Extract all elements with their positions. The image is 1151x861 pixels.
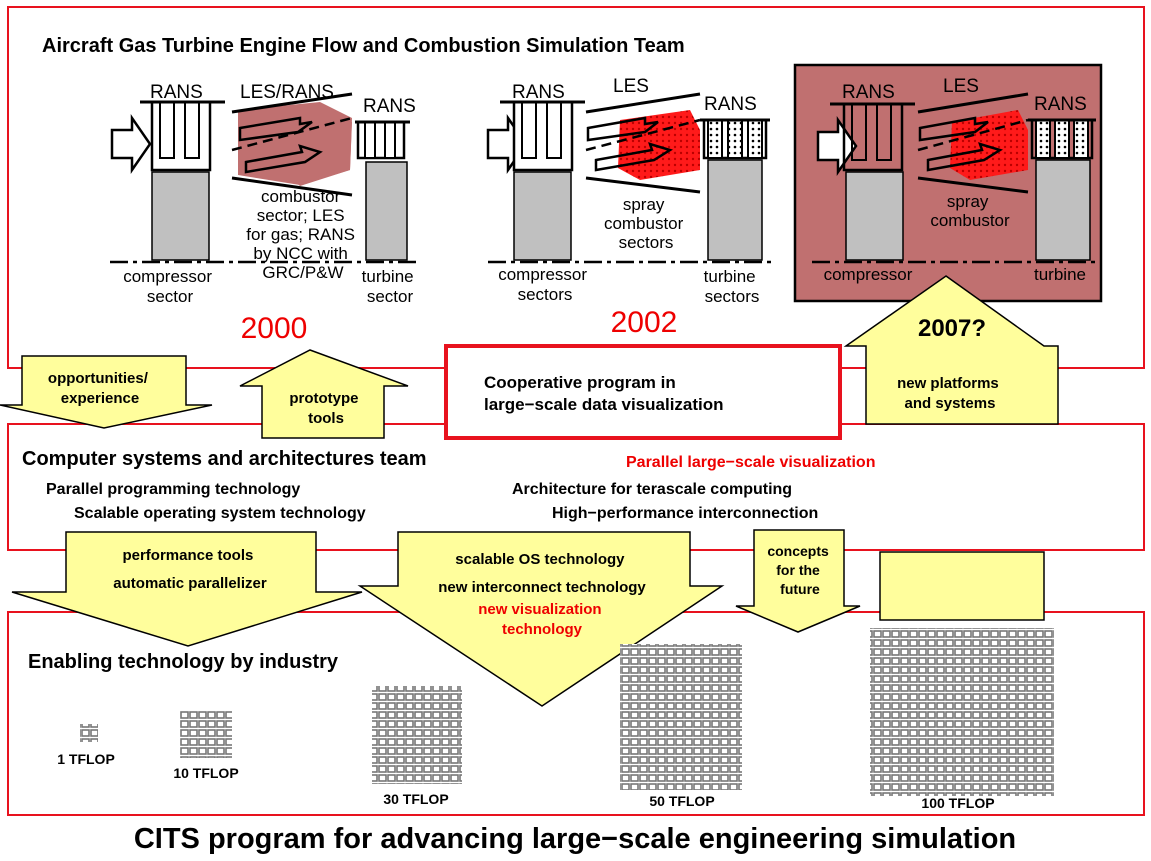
opportunities-label: opportunities/ experience xyxy=(48,370,152,407)
middle-right-item-2: High−performance interconnection xyxy=(552,505,818,522)
concepts-arrow xyxy=(735,529,861,633)
chip-array-100 xyxy=(870,628,1054,796)
opportunities-arrow xyxy=(0,355,213,429)
chip-array-30 xyxy=(372,686,462,784)
future-year-label: 2007? xyxy=(918,315,986,342)
rans-left-2007: RANS xyxy=(842,82,895,103)
combustor-note-2007: spray combustor xyxy=(930,192,1010,230)
combustor-note-2002: spray combustor sectors xyxy=(604,195,688,252)
rans-right-2007: RANS xyxy=(1034,94,1087,115)
cooperative-label: Cooperative program in large−scale data … xyxy=(484,373,724,414)
middle-left-item-1: Parallel programming technology xyxy=(46,481,300,498)
les-label-2007: LES xyxy=(943,76,979,97)
empty-future-box xyxy=(879,551,1045,621)
middle-left-item-2: Scalable operating system technology xyxy=(74,505,366,522)
middle-red-item: Parallel large−scale visualization xyxy=(626,454,875,471)
rans-right-2002: RANS xyxy=(704,94,757,115)
engine-2000: RANS LES/RANS RANS combustor sector; LES… xyxy=(110,82,420,345)
combustor-note-2000: combustor sector; LES for gas; RANS by N… xyxy=(246,187,359,282)
system-label-10: 10 TFLOP xyxy=(173,765,238,781)
concepts-label: concepts for the future xyxy=(767,543,832,597)
compressor-label-2000: compressor sector xyxy=(123,267,217,306)
platforms-label: new platforms and systems xyxy=(897,375,1003,412)
engine-2007-panel: RANS LES RANS spray combustor compressor… xyxy=(793,63,1103,303)
rans-left-2002: RANS xyxy=(512,82,565,103)
scalable-red-label: new visualization technology xyxy=(478,601,606,638)
system-label-1: 1 TFLOP xyxy=(57,751,115,767)
compressor-label-2002: compressor sectors xyxy=(498,265,592,304)
turbine-label-2002: turbine sectors xyxy=(704,267,761,306)
chip-array-50 xyxy=(620,644,742,790)
platforms-arrow xyxy=(843,275,1059,425)
performance-arrow xyxy=(11,531,363,647)
compressor-label-2007: compressor xyxy=(824,265,913,284)
cooperative-box xyxy=(444,344,842,440)
inflow-arrow-icon xyxy=(110,116,152,172)
turbine-label-2007: turbine xyxy=(1034,265,1086,284)
year-2000: 2000 xyxy=(241,312,308,345)
chip-array-10 xyxy=(180,710,232,758)
bottom-title: Enabling technology by industry xyxy=(28,651,339,673)
turbine-label-2000: turbine sector xyxy=(362,267,419,306)
les-label-2002: LES xyxy=(613,76,649,97)
performance-label: performance tools automatic parallelizer xyxy=(113,547,267,592)
chip-array-1 xyxy=(80,724,98,742)
system-label-50: 50 TFLOP xyxy=(649,793,714,809)
middle-right-item-1: Architecture for terascale computing xyxy=(512,481,792,498)
footer-title: CITS program for advancing large−scale e… xyxy=(134,823,1016,855)
year-2002: 2002 xyxy=(611,306,678,339)
system-label-30: 30 TFLOP xyxy=(383,791,448,807)
rans-right-2000: RANS xyxy=(363,96,416,117)
middle-title: Computer systems and architectures team xyxy=(22,448,427,470)
prototype-label: prototype tools xyxy=(289,390,362,427)
engine-2002: RANS LES RANS spray combustor sectors co… xyxy=(486,76,772,339)
scalable-label: scalable OS technology new interconnect … xyxy=(438,551,646,596)
prototype-arrow xyxy=(239,349,409,439)
rans-left-2000: RANS xyxy=(150,82,203,103)
top-title: Aircraft Gas Turbine Engine Flow and Com… xyxy=(42,35,685,57)
system-label-100: 100 TFLOP xyxy=(921,795,994,811)
les-rans-label: LES/RANS xyxy=(240,82,334,103)
